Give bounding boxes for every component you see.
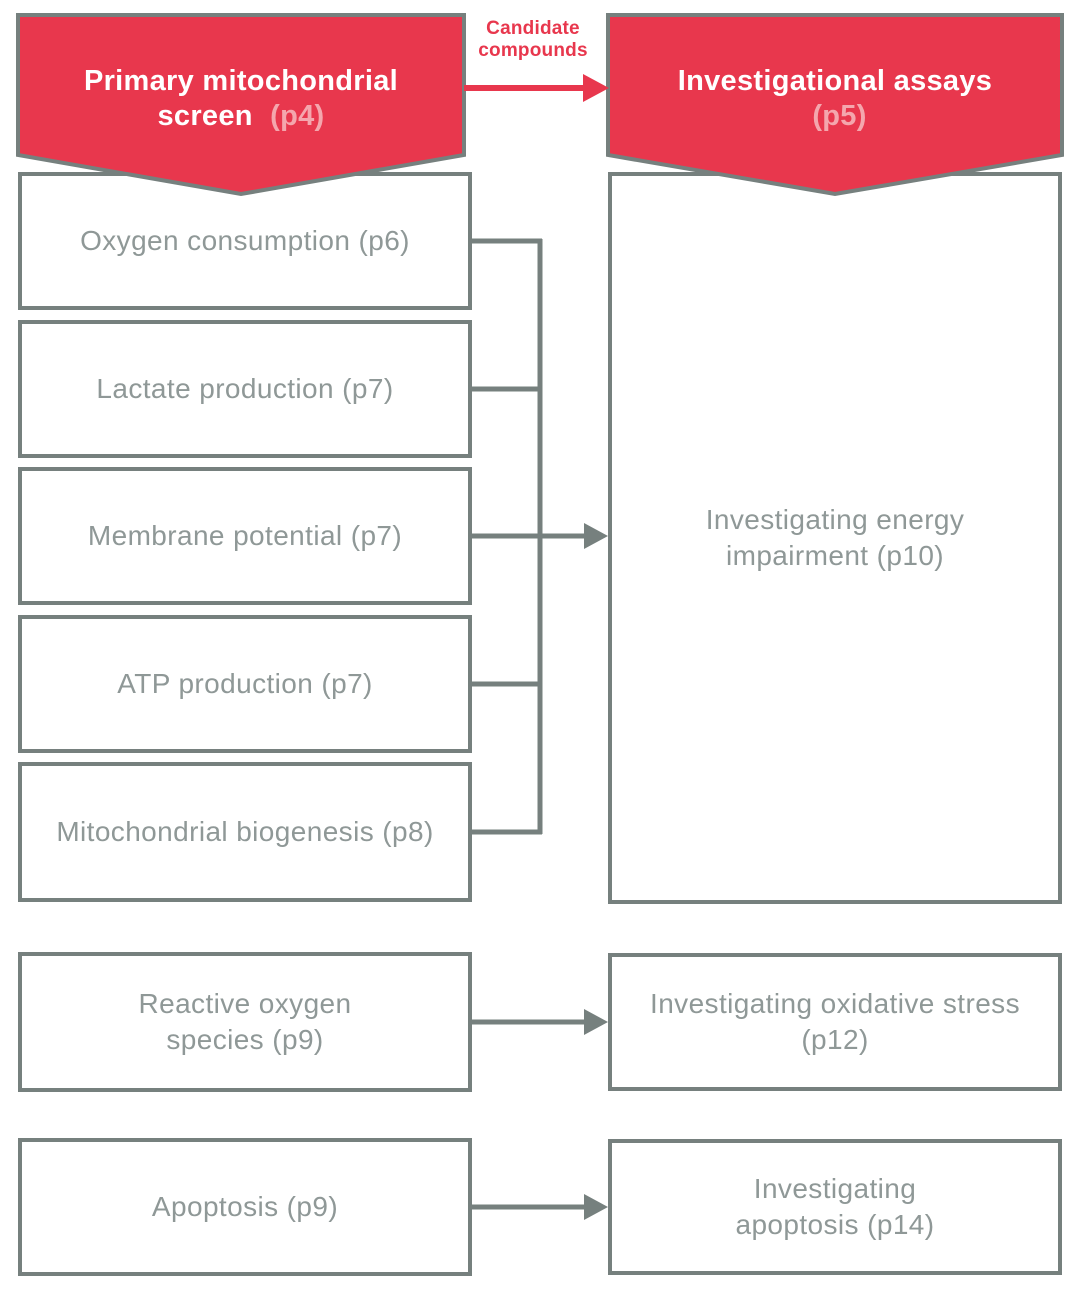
screen-box-mitochondrial-biogenesis: Mitochondrial biogenesis (p8) <box>18 762 472 902</box>
assay-box-apoptosis: Investigating apoptosis (p14) <box>608 1139 1062 1275</box>
primary-screen-banner: Primary mitochondrial screen (p4) <box>18 15 464 183</box>
screen-box-label: Lactate production (p7) <box>96 373 394 405</box>
screen-box-membrane-potential: Membrane potential (p7) <box>18 467 472 605</box>
screen-box-oxygen-consumption: Oxygen consumption (p6) <box>18 172 472 310</box>
screen-box-reactive-oxygen-species: Reactive oxygen species (p9) <box>18 952 472 1092</box>
assay-box-label: Investigating energy impairment (p10) <box>705 504 965 571</box>
screen-box-label: ATP production (p7) <box>117 668 373 700</box>
candidate-compounds-label: Candidate compounds <box>478 18 588 61</box>
candidate-arrow-head <box>583 74 609 102</box>
assay-box-oxidative-stress: Investigating oxidative stress (p12) <box>608 953 1062 1091</box>
energy-arrow-head <box>584 523 608 549</box>
assay-box-label: Investigating apoptosis (p14) <box>735 1173 935 1240</box>
investigational-assays-banner-text: Investigational assays (p5) <box>675 64 995 135</box>
screen-box-label: Reactive oxygen species (p9) <box>138 988 352 1055</box>
investigational-assays-banner: Investigational assays (p5) <box>608 15 1062 183</box>
screen-box-apoptosis: Apoptosis (p9) <box>18 1138 472 1276</box>
screen-box-atp-production: ATP production (p7) <box>18 615 472 753</box>
screen-box-label: Apoptosis (p9) <box>151 1191 339 1223</box>
screen-box-label: Membrane potential (p7) <box>87 520 403 552</box>
banner-title: Investigational assays <box>677 64 993 97</box>
screen-box-label: Mitochondrial biogenesis (p8) <box>56 816 434 848</box>
screen-box-lactate-production: Lactate production (p7) <box>18 320 472 458</box>
assay-box-energy-impairment: Investigating energy impairment (p10) <box>608 172 1062 904</box>
banner-title: Primary mitochondrial screen <box>83 64 399 132</box>
banner-page-ref: (p5) <box>812 100 867 132</box>
banner-page-ref: (p4) <box>270 100 325 132</box>
screen-box-label: Oxygen consumption (p6) <box>80 225 410 257</box>
apoptosis-arrow-head <box>584 1194 608 1220</box>
assay-box-label: Investigating oxidative stress (p12) <box>650 988 1020 1055</box>
oxidative-arrow-head <box>584 1009 608 1035</box>
primary-screen-banner-text: Primary mitochondrial screen (p4) <box>71 64 411 135</box>
